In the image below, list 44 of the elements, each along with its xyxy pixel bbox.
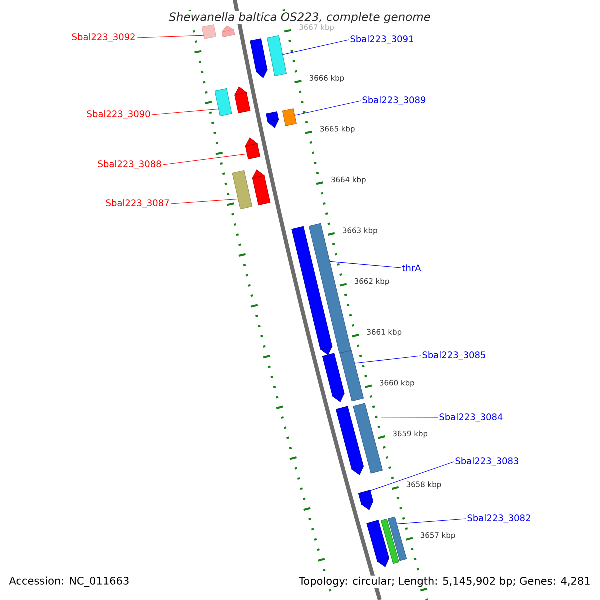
gene-label: Sbal223_3088 <box>98 160 162 170</box>
leader-line <box>396 518 466 524</box>
gene-block <box>292 226 333 356</box>
gene-block <box>358 490 374 510</box>
gene-label: Sbal223_3085 <box>422 352 486 360</box>
gene-block <box>366 520 390 568</box>
gene-label: Sbal223_3092 <box>72 34 135 42</box>
gene-block <box>252 170 271 206</box>
gene-label: Sbal223_3090 <box>87 110 150 120</box>
leader-line <box>162 154 248 166</box>
gene-bar <box>282 108 297 126</box>
leader-line <box>354 356 422 364</box>
gene-label: Sbal223_3084 <box>440 414 503 422</box>
gene-bar <box>214 88 232 116</box>
gene-block <box>234 86 251 114</box>
gene-label: Sbal223_3082 <box>468 514 530 524</box>
leader-line <box>170 198 239 204</box>
gene-block <box>322 353 345 402</box>
gene-label: thrA <box>402 264 422 272</box>
gene-bar <box>267 36 287 76</box>
leader-line <box>136 35 204 38</box>
gene-bar <box>232 170 253 210</box>
gene-block <box>250 38 268 78</box>
title: Shewanella baltica OS223, complete genome <box>168 11 432 25</box>
gene-block <box>222 26 236 38</box>
gene-block <box>245 138 260 160</box>
gene-block <box>266 112 280 128</box>
gene-label: Sbal223_3083 <box>456 458 518 466</box>
leader-line <box>330 261 402 268</box>
leader-line <box>282 40 350 56</box>
gene-bar <box>353 403 383 474</box>
gene-label: Sbal223_3091 <box>350 36 414 44</box>
gene-bar <box>202 24 217 40</box>
gene-bar <box>340 350 364 402</box>
gene-label: Sbal223_3087 <box>106 200 170 208</box>
accession-text: Accession: NC_011663 <box>8 576 131 588</box>
gene-bar <box>388 516 408 562</box>
leader-line <box>370 462 454 492</box>
leader-line <box>152 108 220 116</box>
gene-block <box>336 406 364 476</box>
genome-summary: Topology: circular; Length: 5,145,902 bp; Genes: 4,281 <box>298 576 592 588</box>
gene-label: Sbal223_3089 <box>362 96 426 106</box>
leader-line <box>294 100 362 116</box>
gene-bar <box>381 518 400 564</box>
